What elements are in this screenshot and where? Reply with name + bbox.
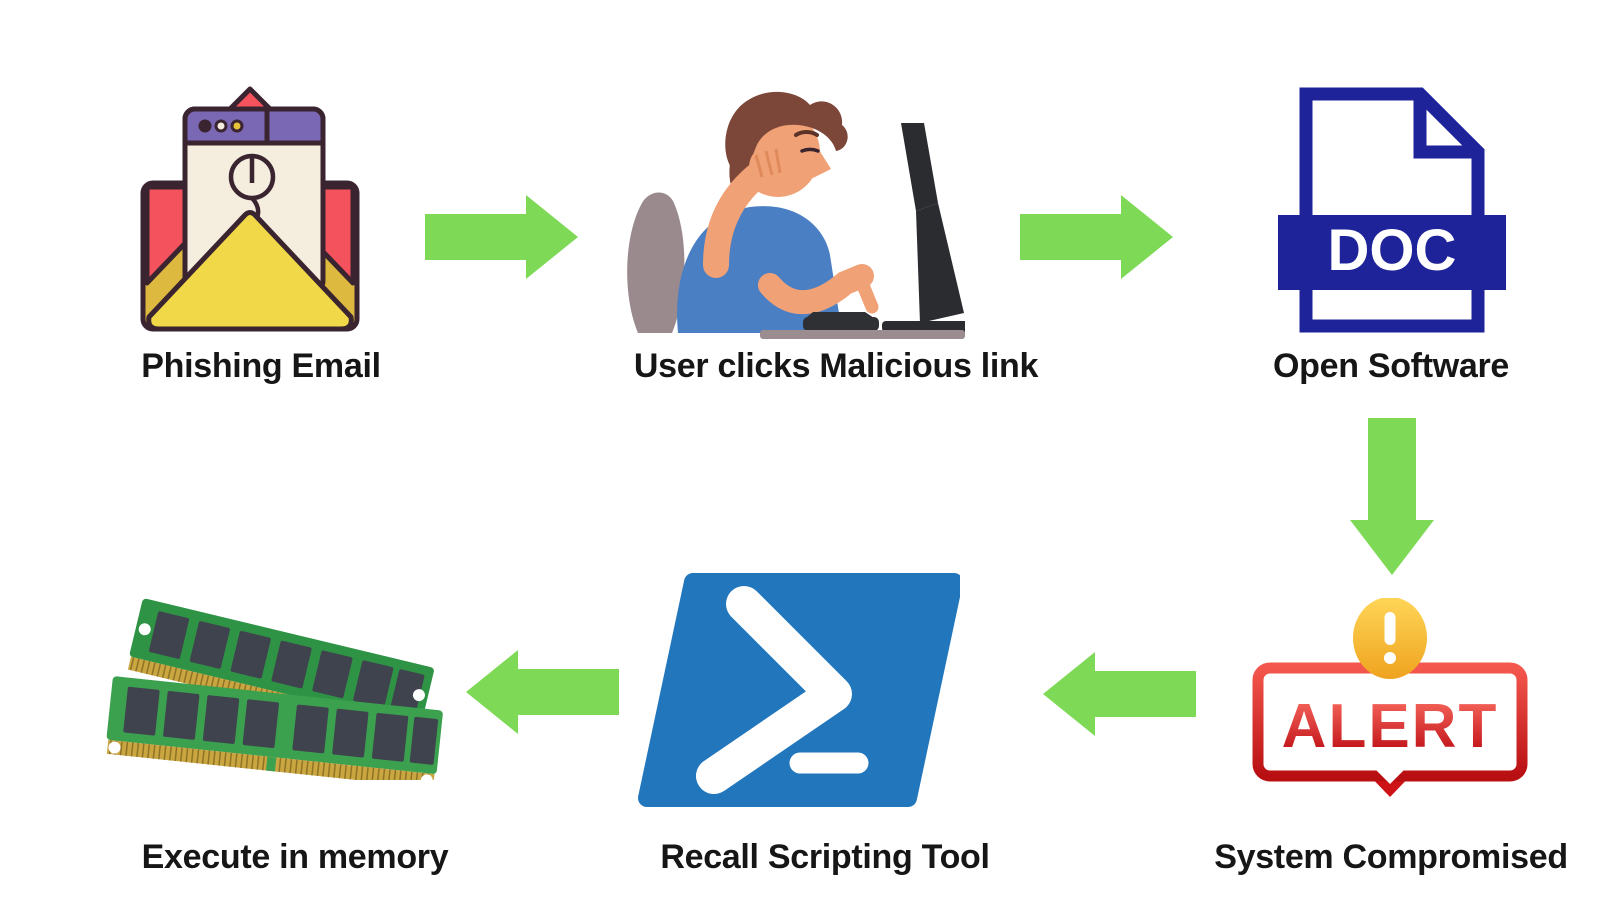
hand-finger-lines <box>754 148 782 178</box>
flow-arrow-2-right <box>1020 195 1173 279</box>
office-chair-icon <box>627 192 685 333</box>
titlebar-dot <box>198 119 212 133</box>
node-label-recall-scripting: Recall Scripting Tool <box>660 838 990 876</box>
arrow-down-icon <box>1350 418 1434 575</box>
person-arm-on-face <box>703 160 773 278</box>
desk-surface <box>760 330 965 339</box>
person-eyebrow <box>794 130 819 137</box>
flow-arrow-1-right <box>425 195 578 279</box>
doc-page-fold <box>1413 94 1478 159</box>
person-arm-pointing <box>758 264 874 315</box>
node-label-system-compromised: System Compromised <box>1214 838 1568 876</box>
titlebar-dot <box>214 119 228 133</box>
titlebar-dot <box>230 119 244 133</box>
ram-stick-front <box>106 676 443 780</box>
monitor-icon <box>882 123 965 332</box>
powershell-icon <box>638 573 960 807</box>
alert-bubble-tail-inner <box>1376 770 1404 784</box>
flow-arrow-3-down <box>1350 418 1434 575</box>
person-hair <box>725 91 848 181</box>
powershell-chevron <box>696 586 852 794</box>
browser-titlebar <box>182 106 326 146</box>
phishing-email-envelope-icon <box>140 86 360 332</box>
envelope-front-flap <box>146 210 354 332</box>
ram-chips <box>123 686 439 765</box>
person-finger <box>853 271 879 314</box>
powershell-parallelogram <box>638 573 960 807</box>
keyboard-icon <box>803 312 879 331</box>
doc-banner <box>1278 215 1506 290</box>
person-nose <box>813 145 831 178</box>
node-label-execute-in-memory: Execute in memory <box>141 838 449 876</box>
node-label-open-software: Open Software <box>1272 347 1510 385</box>
doc-file-icon: DOC <box>1278 87 1506 333</box>
doc-label-text: DOC <box>1328 218 1457 283</box>
user-at-computer-icon <box>627 91 965 339</box>
arrow-left-icon <box>1043 652 1196 736</box>
arrow-right-icon <box>1020 195 1173 279</box>
flow-arrow-4-left <box>1043 652 1196 736</box>
flow-arrow-5-left <box>466 650 619 734</box>
ram-modules-icon <box>106 598 443 780</box>
node-label-user-clicks: User clicks Malicious link <box>633 347 1039 385</box>
exclamation-icon <box>1353 598 1427 679</box>
arrow-right-icon <box>425 195 578 279</box>
alert-text: ALERT <box>1282 692 1499 761</box>
node-label-phishing-email: Phishing Email <box>141 347 381 385</box>
person-eye <box>800 147 820 153</box>
doc-page <box>1299 87 1485 333</box>
alert-badge-icon: ALERT <box>1252 598 1528 797</box>
arrow-left-icon <box>466 650 619 734</box>
ram-chips <box>149 611 425 716</box>
